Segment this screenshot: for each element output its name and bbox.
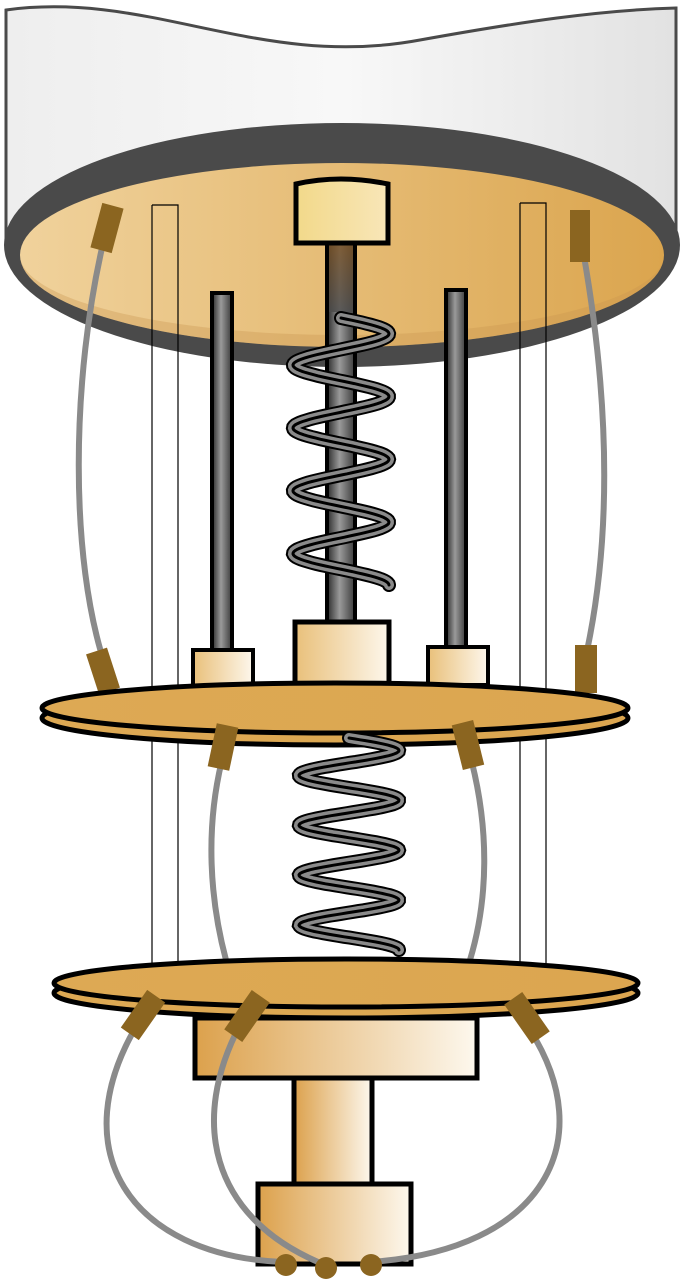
cold-finger-base [255, 1181, 414, 1267]
connectors-middle [207, 720, 485, 771]
support-rod-left [210, 291, 234, 655]
wires-lower [103, 1017, 563, 1265]
center-shaft [292, 176, 392, 687]
connector-icon [207, 723, 239, 771]
wire-lower-right [367, 1027, 563, 1265]
bottom-pins [275, 1254, 382, 1279]
wire-lower-mid [211, 1022, 321, 1265]
connector-icon [504, 992, 550, 1044]
spring-coil [297, 736, 401, 952]
cold-finger-neck [291, 1075, 375, 1189]
spring-coil [291, 316, 391, 587]
connector-icon [451, 720, 485, 770]
middle-plate-top [39, 680, 631, 736]
wire-middle-right [467, 752, 488, 963]
connectors-upper [86, 202, 597, 695]
shaft-cap [293, 176, 391, 246]
support-rod-right [444, 288, 468, 652]
connector-icon [86, 647, 120, 695]
pin-icon [315, 1257, 337, 1279]
wire-middle-left [208, 757, 229, 963]
connector-icon [224, 990, 270, 1042]
support-rods [191, 288, 490, 688]
center-mount-block [292, 619, 392, 687]
wire-lower-left [103, 1017, 285, 1265]
connector-icon [90, 202, 124, 254]
wires-middle [208, 752, 488, 963]
connectors-lower [120, 989, 550, 1044]
lower-stage-plate [51, 956, 641, 1021]
connector-icon [575, 645, 597, 693]
spring-lower [291, 731, 407, 957]
connector-icon [570, 210, 590, 262]
wire-upper-right [579, 242, 608, 663]
wire-upper-left [75, 232, 108, 668]
cold-finger [192, 1015, 480, 1267]
middle-stage-plate [39, 680, 631, 748]
pin-icon [275, 1254, 297, 1276]
connector-icon [120, 989, 166, 1041]
lower-plate-top [51, 956, 641, 1010]
center-shaft-top [329, 242, 353, 312]
rod-foot-left [191, 648, 255, 688]
pin-icon [360, 1254, 382, 1276]
wires-upper [75, 232, 608, 668]
spring-upper [285, 311, 397, 592]
rod-foot-right [426, 645, 490, 687]
